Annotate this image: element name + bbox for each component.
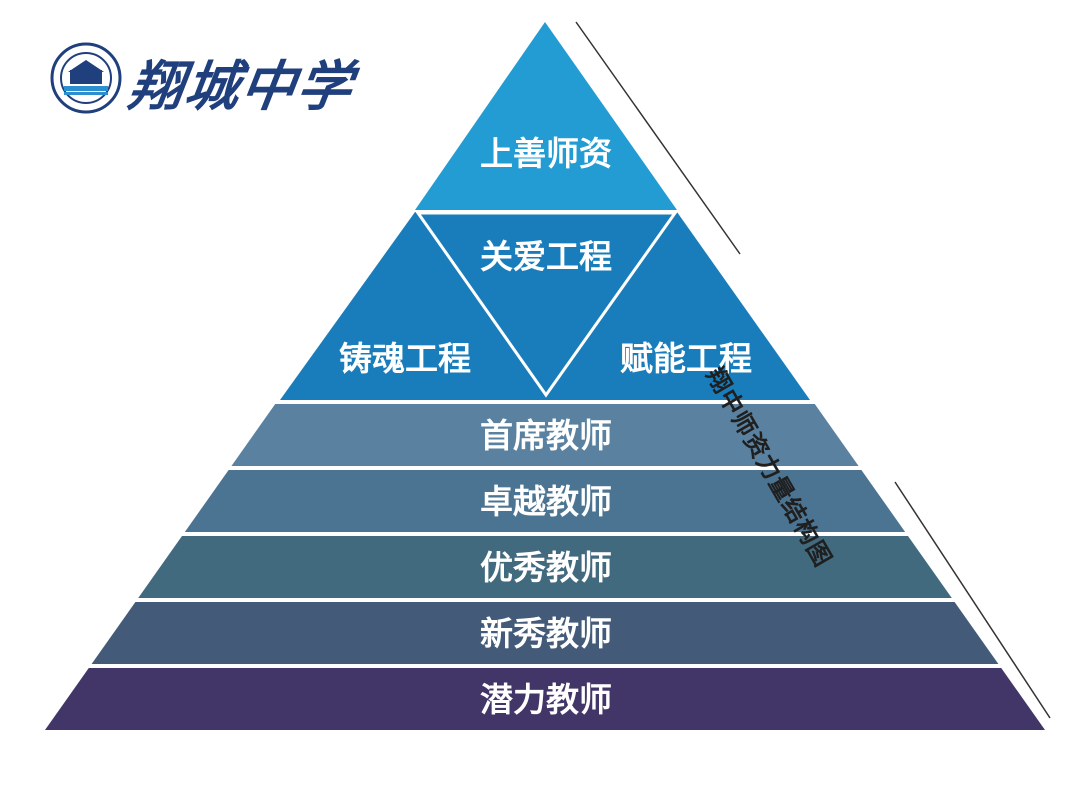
middle-center-label: 关爱工程 [480,237,612,276]
side-line-lower [894,481,1051,719]
top-triangle [415,22,677,210]
side-line-upper [575,21,741,255]
school-seal-icon [50,42,122,114]
school-logo: 翔城中学 [50,40,370,118]
center-inverted-triangle [415,211,678,398]
middle-right-label: 赋能工程 [620,339,752,378]
tier-label: 优秀教师 [480,548,612,587]
tier-band [91,602,999,664]
tier-label: 首席教师 [480,416,612,455]
tier-band [231,404,859,466]
tier-band [184,470,906,532]
tier-label: 卓越教师 [480,482,612,521]
tier-label: 新秀教师 [480,614,612,653]
tier-label: 潜力教师 [480,680,612,719]
tier-band [45,668,1045,730]
tier-band [138,536,952,598]
middle-band [280,212,810,400]
middle-left-label: 铸魂工程 [339,339,471,378]
top-label: 上善师资 [480,134,612,173]
school-name: 翔城中学 [124,54,358,118]
